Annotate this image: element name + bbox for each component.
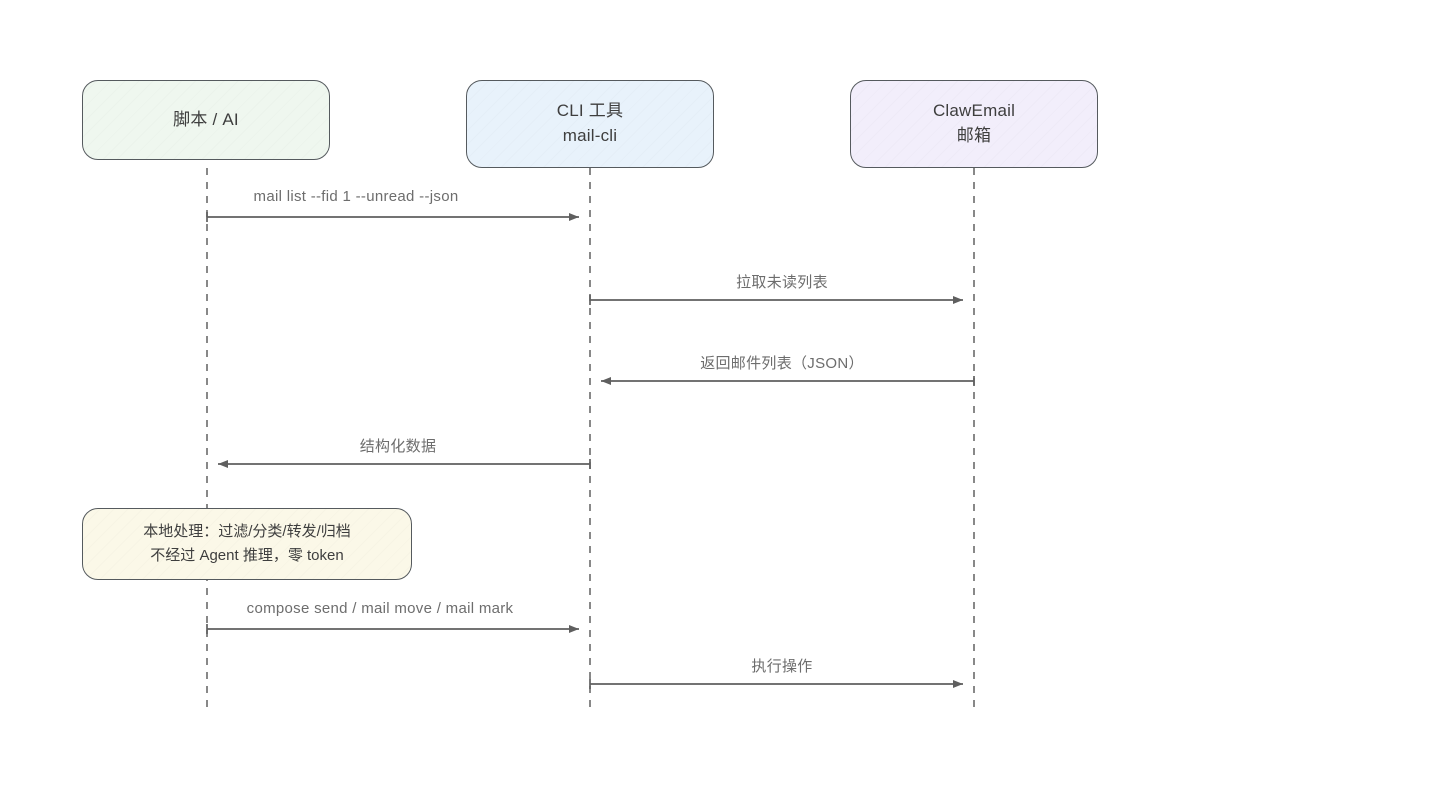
note-label-note-local-processing: 本地处理：过滤/分类/转发/归档 不经过 Agent 推理，零 token	[143, 523, 351, 564]
message-label-msg-compose-send: compose send / mail move / mail mark	[246, 600, 514, 617]
lifeline-hit-cli-tool[interactable]	[583, 168, 597, 712]
participant-clawemail[interactable]: ClawEmail 邮箱	[850, 80, 1098, 168]
participant-label-script-ai: 脚本 / AI	[173, 109, 239, 129]
participant-script-ai[interactable]: 脚本 / AI	[82, 80, 330, 160]
message-arrow-msg-mail-list[interactable]	[207, 209, 590, 225]
note-note-local-processing[interactable]: 本地处理：过滤/分类/转发/归档 不经过 Agent 推理，零 token	[82, 508, 412, 580]
message-label-msg-fetch-unread: 拉取未读列表	[736, 274, 828, 291]
participant-label-clawemail: ClawEmail 邮箱	[932, 101, 1016, 145]
lifeline-hit-clawemail[interactable]	[967, 168, 981, 712]
message-label-msg-return-list: 返回邮件列表（JSON）	[700, 355, 864, 372]
message-arrow-msg-structured-data[interactable]	[207, 456, 590, 472]
message-arrow-msg-return-list[interactable]	[590, 373, 974, 389]
message-label-msg-execute-op: 执行操作	[751, 658, 813, 675]
lifeline-hit-script-ai[interactable]	[200, 168, 214, 712]
participant-cli-tool[interactable]: CLI 工具 mail-cli	[466, 80, 714, 168]
message-label-msg-mail-list: mail list --fid 1 --unread --json	[253, 188, 459, 205]
message-label-msg-structured-data: 结构化数据	[359, 438, 437, 455]
message-arrow-msg-execute-op[interactable]	[590, 676, 974, 692]
participant-label-cli-tool: CLI 工具 mail-cli	[556, 101, 624, 145]
message-arrow-msg-compose-send[interactable]	[207, 621, 590, 637]
message-arrow-msg-fetch-unread[interactable]	[590, 292, 974, 308]
